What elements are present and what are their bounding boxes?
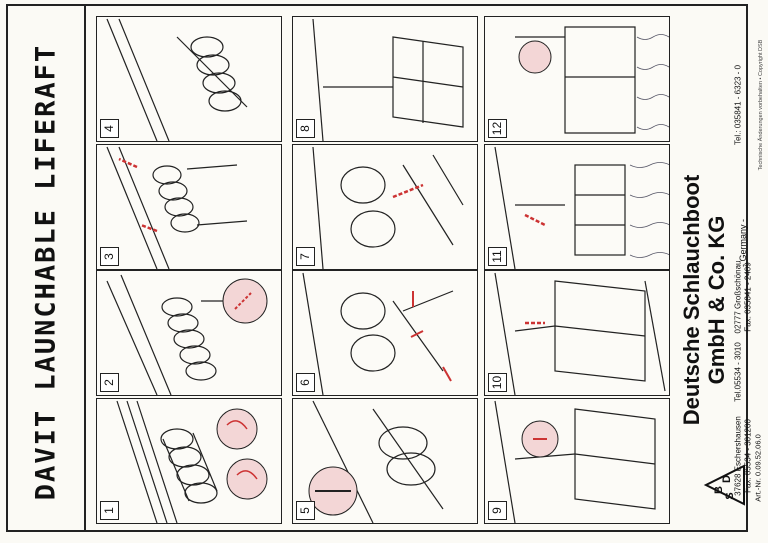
detail-circle <box>222 278 268 324</box>
step-12-illustration <box>515 26 669 134</box>
dsb-logo: D S B <box>703 464 745 506</box>
step-panel-2: 2 <box>96 270 282 396</box>
step-number-11: 11 <box>488 247 507 266</box>
step-panel-12: 12 <box>484 16 670 142</box>
fax-grossschoenau: Fax: 035841 - 2409 <box>743 262 753 332</box>
step-panel-6: 6 <box>292 270 478 396</box>
logo-letter-b: B <box>713 486 725 494</box>
country-label: - Germany - <box>738 218 748 268</box>
article-number: Art.-Nr. 0.09.52.06.0 <box>753 434 763 502</box>
step-9-illustration <box>494 400 656 523</box>
step-3-illustration <box>106 146 248 269</box>
step-number-9: 9 <box>488 501 507 520</box>
address-grossschoenau: 02777 Großschönau <box>733 260 743 334</box>
step-5-illustration <box>308 400 444 523</box>
title-strip: DAVIT LAUNCHABLE LIFERAFT <box>6 4 86 532</box>
step-2-illustration <box>106 274 268 395</box>
main-title: DAVIT LAUNCHABLE LIFERAFT <box>30 43 62 501</box>
step-panel-3: 3 <box>96 144 282 270</box>
step-number-2: 2 <box>100 373 119 392</box>
sheet-frame <box>6 4 748 532</box>
step-8-illustration <box>312 18 464 141</box>
phone-eschershausen: Tel.05534 - 3010 <box>733 342 743 402</box>
step-number-3: 3 <box>100 247 119 266</box>
step-number-10: 10 <box>488 373 507 392</box>
step-10-illustration <box>494 272 666 395</box>
step-number-6: 6 <box>296 373 315 392</box>
step-6-illustration <box>302 272 454 395</box>
detail-circle-1 <box>216 408 258 450</box>
step-11-illustration <box>494 146 669 269</box>
step-panel-8: 8 <box>292 16 478 142</box>
step-number-4: 4 <box>100 119 119 138</box>
company-name-line2: GmbH & Co. KG <box>704 215 729 385</box>
logo-letter-d: D <box>721 475 733 483</box>
step-number-7: 7 <box>296 247 315 266</box>
detail-circle <box>518 40 552 74</box>
step-number-1: 1 <box>100 501 119 520</box>
step-number-5: 5 <box>296 501 315 520</box>
step-panel-1: 1 <box>96 398 282 524</box>
step-panel-4: 4 <box>96 16 282 142</box>
step-1-illustration <box>116 400 268 523</box>
step-number-12: 12 <box>488 119 507 138</box>
logo-letter-s: S <box>724 492 736 499</box>
step-panel-7: 7 <box>292 144 478 270</box>
step-number-8: 8 <box>296 119 315 138</box>
step-panel-10: 10 <box>484 270 670 396</box>
step-panel-5: 5 <box>292 398 478 524</box>
copyright-note: Technische Änderungen vorbehalten • Copy… <box>758 39 764 171</box>
step-panel-11: 11 <box>484 144 670 270</box>
step-panel-9: 9 <box>484 398 670 524</box>
step-7-illustration <box>312 146 464 269</box>
detail-circle-2 <box>226 458 268 500</box>
company-name-line1: Deutsche Schlauchboot <box>679 174 704 426</box>
step-4-illustration <box>106 18 248 141</box>
phone-grossschoenau: Tel.: 035841 - 6323 - 0 <box>733 64 743 146</box>
